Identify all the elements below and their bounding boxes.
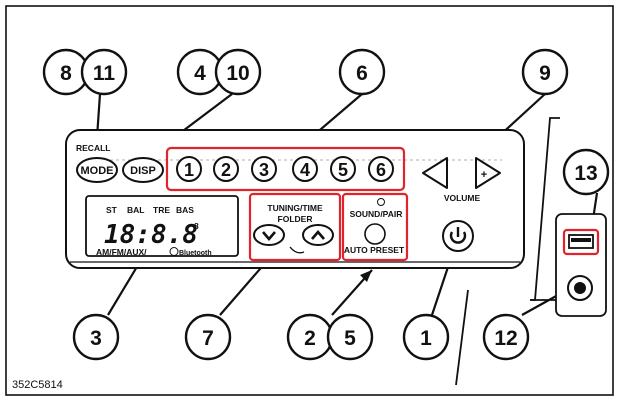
callout-3-label: 3: [90, 327, 102, 350]
callout-11: [80, 48, 128, 96]
preset-button-3[interactable]: [251, 156, 277, 182]
callout-13: [562, 148, 610, 196]
callout-6-label: 6: [356, 62, 368, 85]
indicator-bal: BAL: [127, 205, 144, 215]
preset-label-6: 6: [376, 160, 386, 180]
preset-label-2: 2: [221, 160, 231, 180]
preset-button-4[interactable]: [292, 156, 318, 182]
preset-label-3: 3: [259, 160, 269, 180]
auto-preset-label: AUTO PRESET: [344, 245, 405, 255]
callout-13-label: 13: [574, 162, 597, 185]
callout-3: [72, 313, 120, 361]
tuning-down-button[interactable]: [253, 224, 285, 246]
callout-7-label: 7: [202, 327, 214, 350]
mode-button[interactable]: [76, 157, 118, 183]
disp-button[interactable]: [122, 157, 164, 183]
usb-highlight: [562, 228, 600, 256]
disp-button-label: DISP: [130, 165, 156, 177]
preset-label-1: 1: [184, 160, 194, 180]
preset-button-1[interactable]: [176, 156, 202, 182]
phone-icon: [289, 246, 305, 254]
preset-label-5: 5: [338, 160, 348, 180]
preset-button-5[interactable]: [330, 156, 356, 182]
callout-5: [326, 313, 374, 361]
aux-jack-hole: [574, 282, 586, 294]
preset-label-4: 4: [300, 160, 310, 180]
volume-label: VOLUME: [444, 193, 481, 203]
cut-line: [455, 289, 469, 386]
volume-up-label: +: [481, 169, 487, 181]
usb-port-contacts: [571, 238, 591, 242]
callout-8-label: 8: [60, 62, 72, 85]
callout-1: [402, 313, 450, 361]
callout-9: [521, 48, 569, 96]
callout-11-label: 11: [93, 62, 116, 85]
volume-up-button[interactable]: [475, 157, 501, 189]
callout-1-label: 1: [420, 327, 432, 350]
preset-button-2[interactable]: [213, 156, 239, 182]
volume-down-button[interactable]: [422, 157, 448, 189]
display-superscript: 8: [194, 221, 199, 231]
sound-pair-label: SOUND/PAIR: [350, 209, 403, 219]
preset-button-6[interactable]: [368, 156, 394, 182]
chevron-up-icon: [311, 230, 325, 240]
callout-7: [184, 313, 232, 361]
chevron-down-icon: [262, 231, 276, 241]
source-label: AM/FM/AUX/: [96, 247, 147, 257]
figure-id: 352C5814: [12, 379, 63, 391]
recall-label: RECALL: [76, 143, 110, 153]
presets-highlight: [165, 146, 406, 192]
callout-12: [482, 313, 530, 361]
indicator-tre: TRE: [153, 205, 170, 215]
indicator-st: ST: [106, 205, 118, 215]
sound-pair-button[interactable]: [364, 223, 386, 245]
bluetooth-pair-icon: [377, 198, 385, 206]
callout-2-label: 2: [304, 327, 316, 350]
preset-buttons: 1 2 3 4 5 6: [176, 156, 394, 182]
callout-5-label: 5: [344, 327, 356, 350]
callout-10: [214, 48, 262, 96]
tuning-label-2: FOLDER: [278, 214, 313, 224]
bluetooth-label: Bluetooth: [179, 250, 212, 257]
power-icon: [449, 227, 467, 244]
tuning-highlight: [248, 192, 342, 262]
callout-12-label: 12: [494, 327, 517, 350]
callout-circles: 8 11 4 10 6 9 13 3 7 2 5 1 12: [42, 48, 610, 361]
callout-4-label: 4: [194, 62, 206, 85]
display-window: [85, 195, 239, 257]
mode-button-label: MODE: [81, 165, 114, 177]
tuning-up-button[interactable]: [302, 224, 334, 246]
callout-9-label: 9: [539, 62, 551, 85]
bluetooth-icon: [169, 247, 179, 256]
outer-frame: [5, 5, 614, 396]
display-digits: 18:8.8: [104, 220, 198, 250]
callout-6: [338, 48, 386, 96]
indicator-bas: BAS: [176, 205, 194, 215]
sound-pair-highlight: [341, 192, 409, 262]
callout-10-label: 10: [226, 62, 249, 85]
tuning-label-1: TUNING/TIME: [267, 203, 323, 213]
